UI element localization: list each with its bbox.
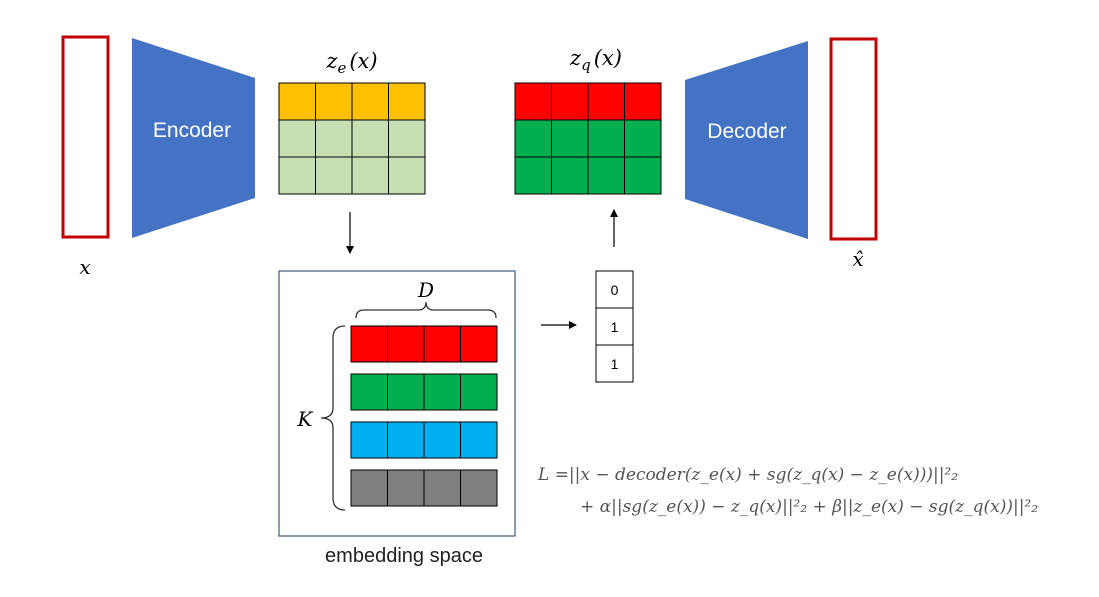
- zq-cell: [551, 119, 589, 158]
- codebook-cell: [350, 421, 388, 459]
- ze-cell: [315, 82, 353, 121]
- zq-cell: [551, 156, 589, 195]
- zq-cell: [514, 82, 552, 121]
- loss-line-1: L =||x − decoder(z_e(x) + sg(z_q(x) − z_…: [537, 465, 958, 485]
- d-label: D: [417, 278, 434, 302]
- zq-label: zq(x): [569, 46, 622, 74]
- index-value: 1: [611, 319, 619, 335]
- codebook-cell: [423, 421, 461, 459]
- codebook-cell: [350, 373, 388, 411]
- codebook-cell: [460, 325, 498, 363]
- codebook-cell: [387, 373, 425, 411]
- embedding-space-label: embedding space: [325, 545, 483, 567]
- codebook-cell: [423, 469, 461, 507]
- zq-cell: [624, 156, 662, 195]
- index-cell: [595, 270, 634, 309]
- encoder-block: [132, 38, 255, 238]
- loss-line-2: + α||sg(z_e(x)) − z_q(x)||²₂ + β||z_e(x)…: [580, 497, 1038, 517]
- k-brace: [320, 325, 346, 511]
- codebook-cell: [387, 325, 425, 363]
- decoder-label: Decoder: [707, 120, 786, 143]
- ze-cell: [351, 119, 389, 158]
- zq-cell: [514, 156, 552, 195]
- codebook-cell: [387, 469, 425, 507]
- codebook-cell: [423, 373, 461, 411]
- codebook-cell: [350, 469, 388, 507]
- ze-cell: [388, 156, 426, 195]
- index-value: 1: [611, 356, 619, 372]
- codebook-grid: [350, 325, 498, 507]
- zq-cell: [624, 119, 662, 158]
- zq-grid: [514, 82, 662, 195]
- codebook-cell: [387, 421, 425, 459]
- ze-cell: [278, 82, 316, 121]
- zq-cell: [514, 119, 552, 158]
- ze-cell: [351, 156, 389, 195]
- codebook-cell: [460, 373, 498, 411]
- zq-cell: [551, 82, 589, 121]
- output-xhat-box: [829, 37, 878, 241]
- k-label: K: [297, 407, 314, 431]
- embedding-space-panel: [278, 270, 516, 537]
- output-xhat-label: x̂: [852, 247, 863, 271]
- codebook-cell: [423, 325, 461, 363]
- ze-grid: [278, 82, 426, 195]
- zq-cell: [624, 82, 662, 121]
- ze-cell: [388, 119, 426, 158]
- zq-cell: [587, 82, 625, 121]
- input-x-box: [61, 35, 110, 239]
- ze-label: ze(x): [325, 49, 377, 77]
- d-brace: [355, 301, 497, 319]
- ze-cell: [315, 156, 353, 195]
- input-x-label: x: [79, 255, 90, 279]
- zq-cell: [587, 119, 625, 158]
- ze-cell: [388, 82, 426, 121]
- ze-cell: [278, 119, 316, 158]
- ze-cell: [278, 156, 316, 195]
- index-value: 0: [611, 282, 619, 298]
- codebook-cell: [460, 469, 498, 507]
- decoder-block: [685, 41, 808, 239]
- ze-cell: [315, 119, 353, 158]
- codebook-cell: [460, 421, 498, 459]
- index-column: 0 1 1: [595, 270, 634, 383]
- encoder-label: Encoder: [153, 119, 231, 142]
- zq-cell: [587, 156, 625, 195]
- ze-cell: [351, 82, 389, 121]
- codebook-cell: [350, 325, 388, 363]
- index-cell: [595, 344, 634, 383]
